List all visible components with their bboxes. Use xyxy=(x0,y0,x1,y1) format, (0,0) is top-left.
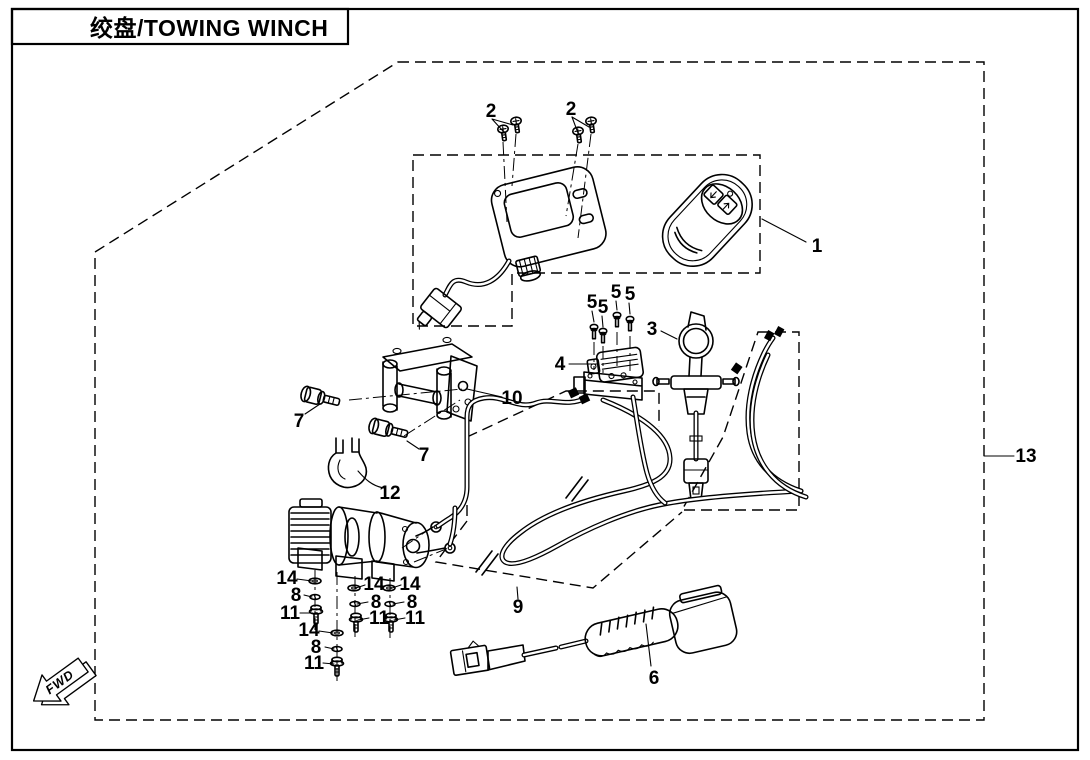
receiver-screws xyxy=(496,115,599,239)
roller-fairlead xyxy=(382,336,478,422)
callout-8c: 8 xyxy=(407,592,418,613)
callout-labels: 1 2 2 3 4 5 5 5 5 6 7 7 8 8 8 8 9 10 11 … xyxy=(276,99,1036,689)
callout-9: 9 xyxy=(513,597,524,618)
page-title: 绞盘/TOWING WINCH xyxy=(90,15,328,41)
handle-head xyxy=(668,584,738,655)
fob-bottom-slot xyxy=(674,226,703,254)
callout-14c: 14 xyxy=(399,574,421,595)
bundle-connector-tips xyxy=(764,326,785,342)
assembly-13-dashed-border xyxy=(94,61,985,721)
callout-5c: 5 xyxy=(611,282,622,303)
button-down xyxy=(703,184,724,205)
callout-10: 10 xyxy=(501,388,522,409)
solenoid-relay xyxy=(573,346,645,401)
callout-5d: 5 xyxy=(625,284,636,305)
remote-kit-1-dashed-box xyxy=(412,154,761,327)
solenoid-bracket xyxy=(583,371,643,401)
wiring-harness xyxy=(438,326,806,576)
callout-14d: 14 xyxy=(298,620,320,641)
callout-7b: 7 xyxy=(419,445,430,466)
winch-receiver-unit xyxy=(416,166,607,330)
callout-11d: 11 xyxy=(304,653,325,674)
outer-border xyxy=(10,7,1080,752)
cable-break-marks xyxy=(475,476,589,576)
callout-8d: 8 xyxy=(311,637,322,658)
callout-5b: 5 xyxy=(598,297,609,318)
callout-11b: 11 xyxy=(369,608,390,629)
callout-11a: 11 xyxy=(280,603,301,624)
group-borders xyxy=(94,61,985,721)
cable-bundle-dashed-box xyxy=(680,331,800,511)
callout-1: 1 xyxy=(812,236,823,257)
callout-13: 13 xyxy=(1015,446,1036,467)
callout-4: 4 xyxy=(555,354,566,375)
button-up xyxy=(717,194,738,215)
antenna-connector xyxy=(515,255,542,282)
page-frame: 绞盘/TOWING WINCH xyxy=(10,7,1080,752)
clutch-lever-assembly xyxy=(652,311,740,501)
callout-6: 6 xyxy=(649,668,660,689)
fwd-direction-arrow: FWD xyxy=(23,651,102,719)
callout-3: 3 xyxy=(647,319,658,340)
fairlead-bolts xyxy=(298,384,463,443)
callout-11c: 11 xyxy=(405,608,426,629)
callout-12: 12 xyxy=(379,483,400,504)
callout-14b: 14 xyxy=(363,574,385,595)
callout-2b: 2 xyxy=(566,99,577,120)
cable-hook xyxy=(327,437,368,489)
callout-8b: 8 xyxy=(371,592,382,613)
handle-grip xyxy=(584,606,679,658)
callout-leaders xyxy=(296,116,1015,667)
harness-clips xyxy=(567,362,743,405)
corded-remote-switch xyxy=(449,584,738,677)
remote-fob xyxy=(661,173,753,267)
winch-motor-assembly xyxy=(288,498,456,682)
callout-5a: 5 xyxy=(587,292,598,313)
receiver-cable-connector xyxy=(416,287,462,330)
callout-7a: 7 xyxy=(294,411,305,432)
title-box xyxy=(10,7,350,46)
callout-14a: 14 xyxy=(276,568,298,589)
callout-8a: 8 xyxy=(291,585,302,606)
callout-2a: 2 xyxy=(486,101,497,122)
